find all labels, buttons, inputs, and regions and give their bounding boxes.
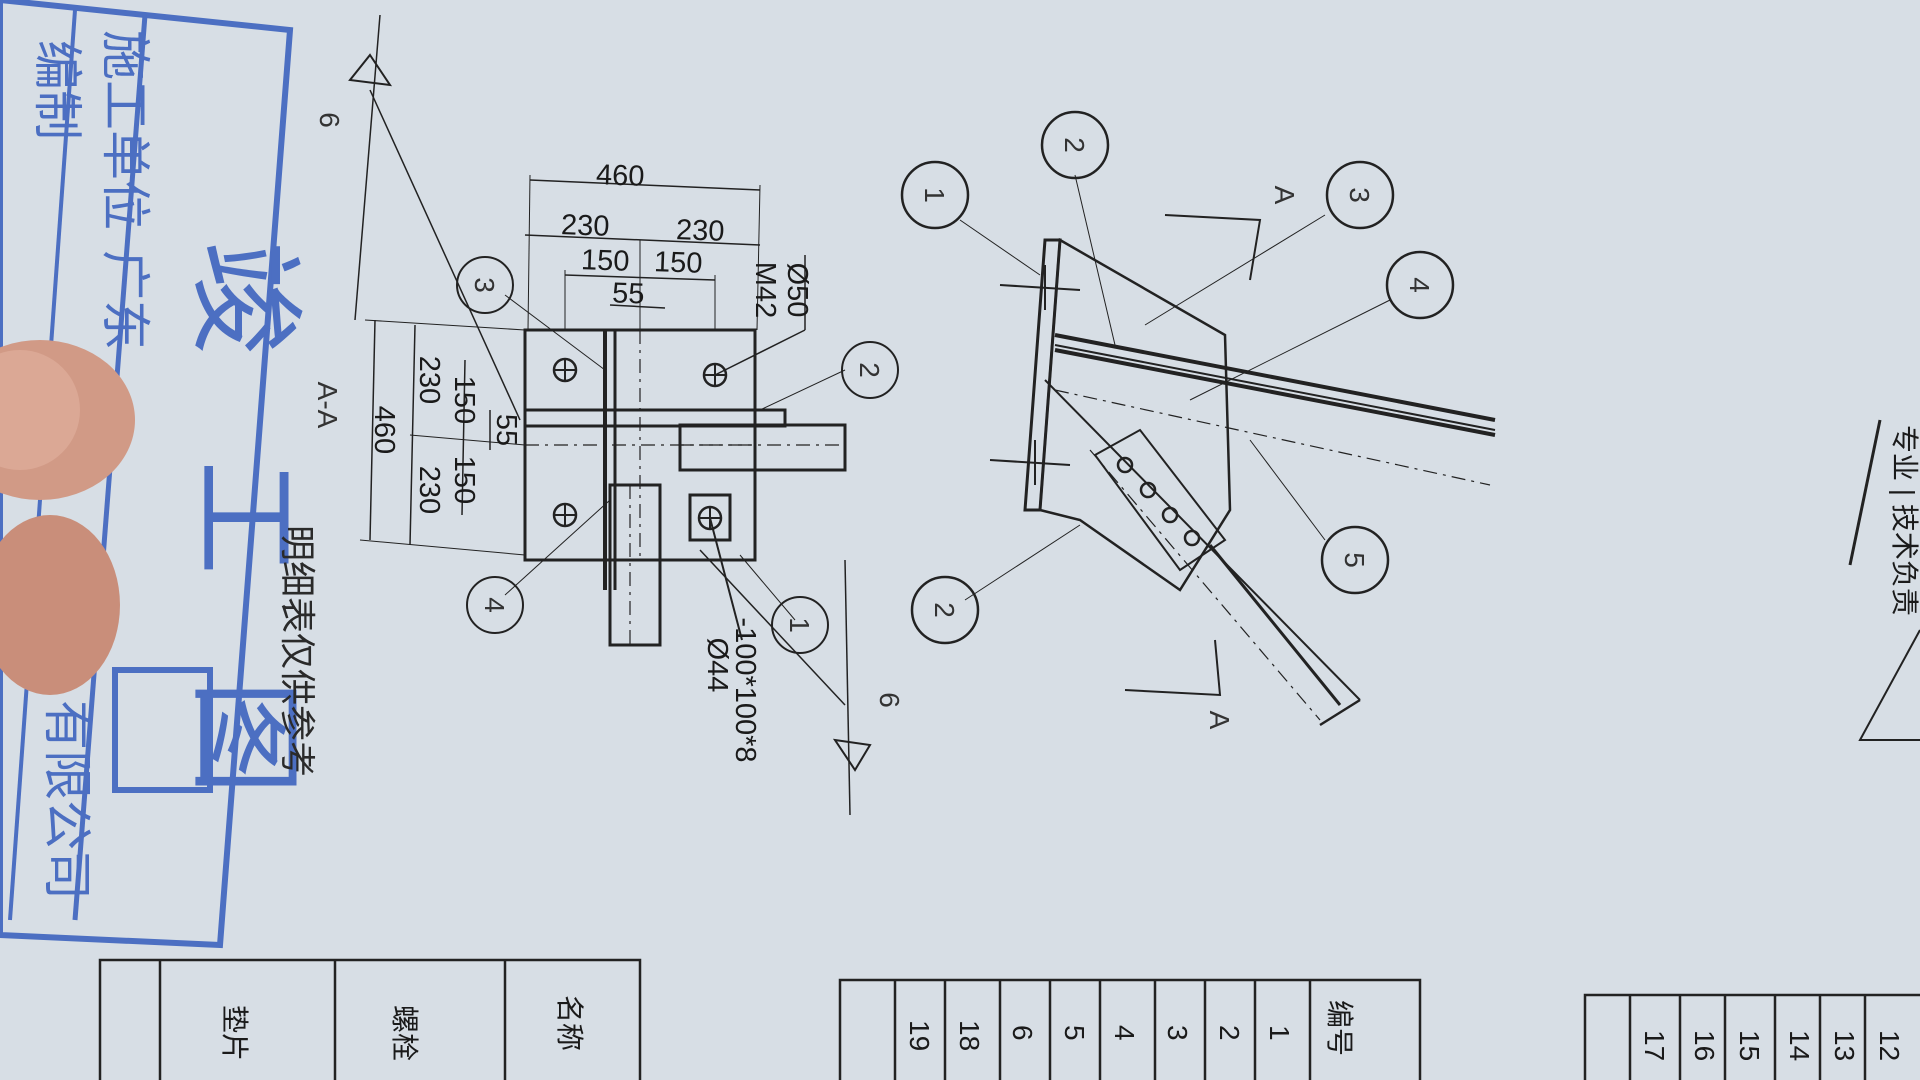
dim-left-460: 460 [368,406,400,454]
elev-callout-2: 2 [1059,137,1090,153]
stamp-row3-text: 编制 [28,40,86,140]
elevation-labels: A A 1 2 3 4 5 2 [919,137,1435,729]
table-header-number: 编号 [1324,1000,1355,1056]
dim-left-230a: 230 [413,356,445,404]
stamp-row2-text: 广东 [96,250,154,350]
section-callout-3: 3 [469,277,500,293]
table-header-washer: 垫片 [219,1005,250,1061]
section-callout-4: 4 [479,597,510,613]
section-mark-top: 6 [314,112,345,128]
section-mark-a-top: A [1269,186,1300,205]
right-row-16: 16 [1689,1030,1720,1061]
dim-left-150a: 150 [448,376,480,424]
middle-table [838,978,1422,1080]
dim-top-230a: 230 [561,209,610,243]
reference-note: 明细表仅供参考 [276,525,317,777]
dim-top-55: 55 [612,277,645,310]
right-table [1583,993,1920,1080]
dim-left-230b: 230 [413,466,445,514]
dim-top-460: 460 [596,159,645,193]
stamp-company-text: 有限公司 [38,700,96,900]
anchor-note-dia: Ø50 [781,263,813,318]
table-row-1: 1 [1264,1025,1295,1041]
table-row-6: 6 [1007,1025,1038,1041]
stamp-char-2: 工 [177,460,311,575]
right-row-17: 17 [1639,1030,1670,1061]
finger-obstruction [0,340,135,695]
dim-top-150b: 150 [654,246,703,280]
plate-note-size: -100*100*8 [729,617,761,762]
elev-callout-5: 5 [1339,552,1370,568]
table-row-5: 5 [1059,1025,1090,1041]
table-header-name: 名称 [554,995,585,1051]
right-row-14: 14 [1784,1030,1815,1061]
dim-top-150a: 150 [581,244,630,278]
section-dimension-labels: 460 230 230 150 150 55 460 230 230 150 1… [312,112,905,762]
section-view [348,14,899,816]
section-label: A-A [312,382,343,429]
stamp-row1-text: 施工单位 [96,30,154,230]
elev-callout-4: 4 [1404,277,1435,293]
section-callout-1: 1 [784,617,815,633]
elev-callout-3: 3 [1344,187,1375,203]
stamp-char-3: 图 [177,680,311,795]
table-row-4: 4 [1109,1025,1140,1041]
elevation-view [900,110,1496,727]
dim-left-55: 55 [490,414,522,446]
right-edge-label: 专业 | 技术负责 [1889,425,1920,616]
table-header-bolt: 螺栓 [389,1005,420,1061]
plate-note-hole: Ø44 [701,638,733,693]
section-mark-a-bottom: A [1204,711,1235,730]
right-edge-partial-drawing [1858,629,1920,741]
section-callout-2: 2 [854,362,885,378]
right-edge-rule [1848,419,1882,566]
dim-top-230b: 230 [676,214,725,248]
elev-callout-1: 1 [919,187,950,203]
dim-left-150b: 150 [448,456,480,504]
table-row-2: 2 [1214,1025,1245,1041]
table-row-18: 18 [954,1020,985,1051]
stamp-char-1: 竣 [177,240,311,355]
right-row-15: 15 [1734,1030,1765,1061]
right-row-12: 12 [1874,1030,1905,1061]
anchor-note-thread: M42 [749,262,781,318]
table-row-3: 3 [1162,1025,1193,1041]
right-row-13: 13 [1829,1030,1860,1061]
table-row-19: 19 [904,1020,935,1051]
section-mark-bottom: 6 [874,692,905,708]
left-table [98,958,642,1080]
elev-callout-2b: 2 [929,602,960,618]
